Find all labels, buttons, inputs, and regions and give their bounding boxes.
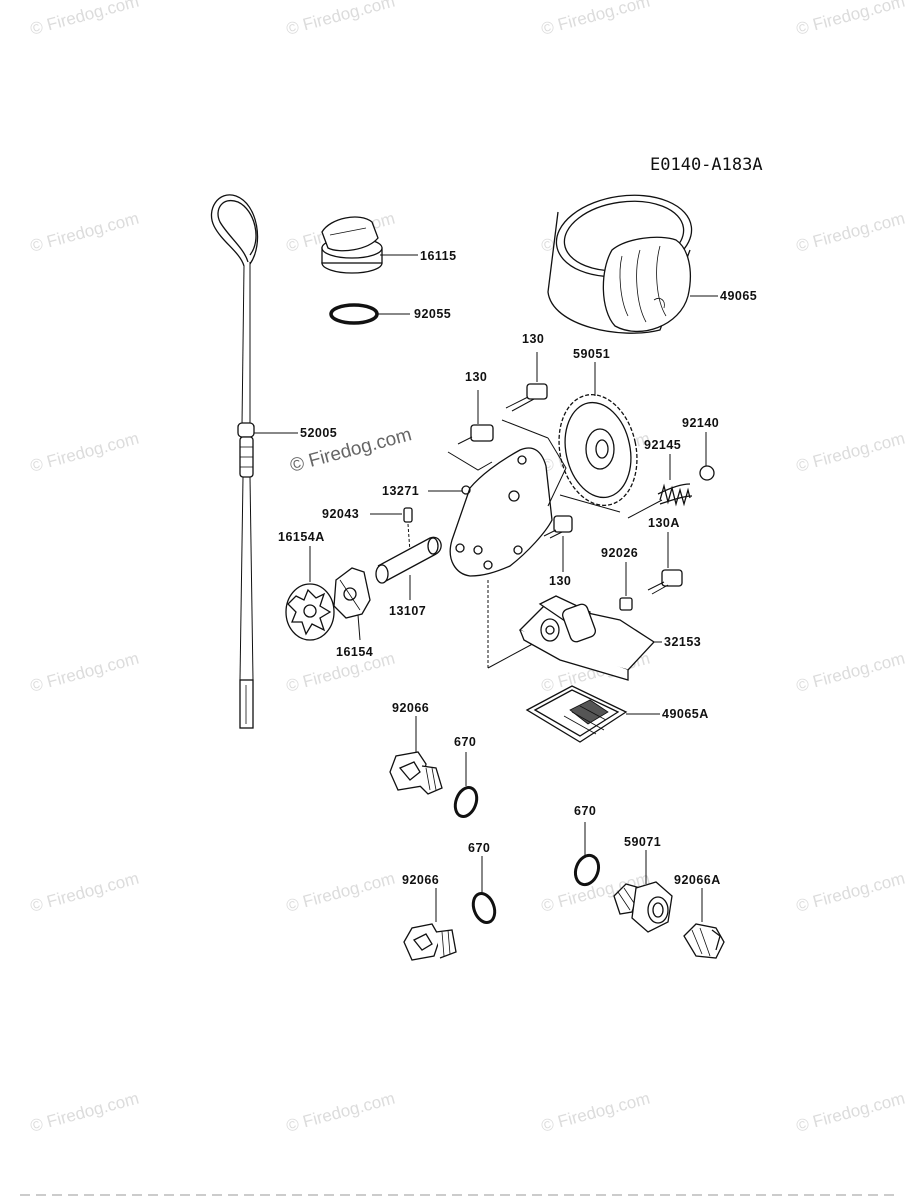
pump-cover-13271 (428, 419, 621, 669)
part-label-92066: 92066 (392, 701, 429, 715)
watermark: © Firedog.com (794, 649, 907, 696)
ball-92140 (699, 432, 715, 481)
drain-plug-92066 (389, 716, 443, 795)
o-ring-670-b (471, 856, 497, 925)
watermark: © Firedog.com (794, 869, 907, 916)
watermark: © Firedog.com (28, 649, 141, 696)
bolt-130-upper (505, 352, 548, 412)
part-label-92026: 92026 (601, 546, 638, 560)
plug-92066A (683, 888, 725, 959)
part-label-92066-b: 92066 (402, 873, 439, 887)
o-ring-92055 (329, 303, 410, 325)
o-ring-670-a (453, 752, 479, 819)
part-label-92140: 92140 (682, 416, 719, 430)
page-edge-dashes (20, 1194, 900, 1196)
watermark: © Firedog.com (539, 0, 652, 39)
part-label-92066A: 92066A (674, 873, 721, 887)
oil-filter-49065 (547, 194, 718, 334)
filler-cap-16115 (321, 216, 418, 274)
pin-92043 (370, 507, 413, 553)
outer-rotor-16154A (285, 546, 335, 641)
part-label-92043: 92043 (322, 507, 359, 521)
drain-plug-92066-lower (403, 888, 457, 961)
part-label-670-a: 670 (454, 735, 476, 749)
o-ring-670-c (573, 822, 601, 887)
part-label-16154A: 16154A (278, 530, 325, 544)
part-label-670-b: 670 (468, 841, 490, 855)
watermark: © Firedog.com (794, 429, 907, 476)
fitting-59071 (613, 850, 673, 933)
part-label-16154: 16154 (336, 645, 373, 659)
part-label-92145: 92145 (644, 438, 681, 452)
part-label-13107: 13107 (389, 604, 426, 618)
watermark: © Firedog.com (284, 0, 397, 39)
dipstick-52005 (210, 194, 298, 729)
watermark: © Firedog.com (28, 869, 141, 916)
watermark: © Firedog.com (794, 0, 907, 39)
part-label-130-b: 130 (465, 370, 487, 384)
part-label-670-c: 670 (574, 804, 596, 818)
watermark: © Firedog.com (539, 1089, 652, 1136)
part-label-49065: 49065 (720, 289, 757, 303)
bolt-130-lower (543, 515, 573, 572)
part-label-59071: 59071 (624, 835, 661, 849)
gear-59051 (558, 362, 638, 506)
shaft-13107 (375, 536, 442, 600)
diagram-code: E0140-A183A (650, 155, 763, 175)
watermark: © Firedog.com (28, 0, 141, 39)
part-label-32153: 32153 (664, 635, 701, 649)
bolt-130A (647, 532, 683, 595)
collar-92026 (619, 562, 633, 611)
part-label-130A: 130A (648, 516, 680, 530)
part-label-16115: 16115 (420, 249, 457, 263)
part-label-130-a: 130 (522, 332, 544, 346)
part-label-130-c: 130 (549, 574, 571, 588)
part-label-92055: 92055 (414, 307, 451, 321)
watermark: © Firedog.com (794, 209, 907, 256)
watermark: © Firedog.com (794, 1089, 907, 1136)
watermark: © Firedog.com (28, 1089, 141, 1136)
inner-rotor-16154 (333, 567, 371, 641)
part-label-52005: 52005 (300, 426, 337, 440)
watermark: © Firedog.com (28, 429, 141, 476)
spring-92145 (627, 454, 693, 519)
watermark: © Firedog.com (28, 209, 141, 256)
part-label-59051: 59051 (573, 347, 610, 361)
part-label-13271: 13271 (382, 484, 419, 498)
watermark: © Firedog.com (284, 1089, 397, 1136)
oil-screen-49065A (525, 685, 660, 743)
watermark: © Firedog.com (284, 869, 397, 916)
part-label-49065A: 49065A (662, 707, 709, 721)
oil-pickup-32153 (518, 595, 662, 681)
bolt-130-mid (457, 390, 494, 445)
